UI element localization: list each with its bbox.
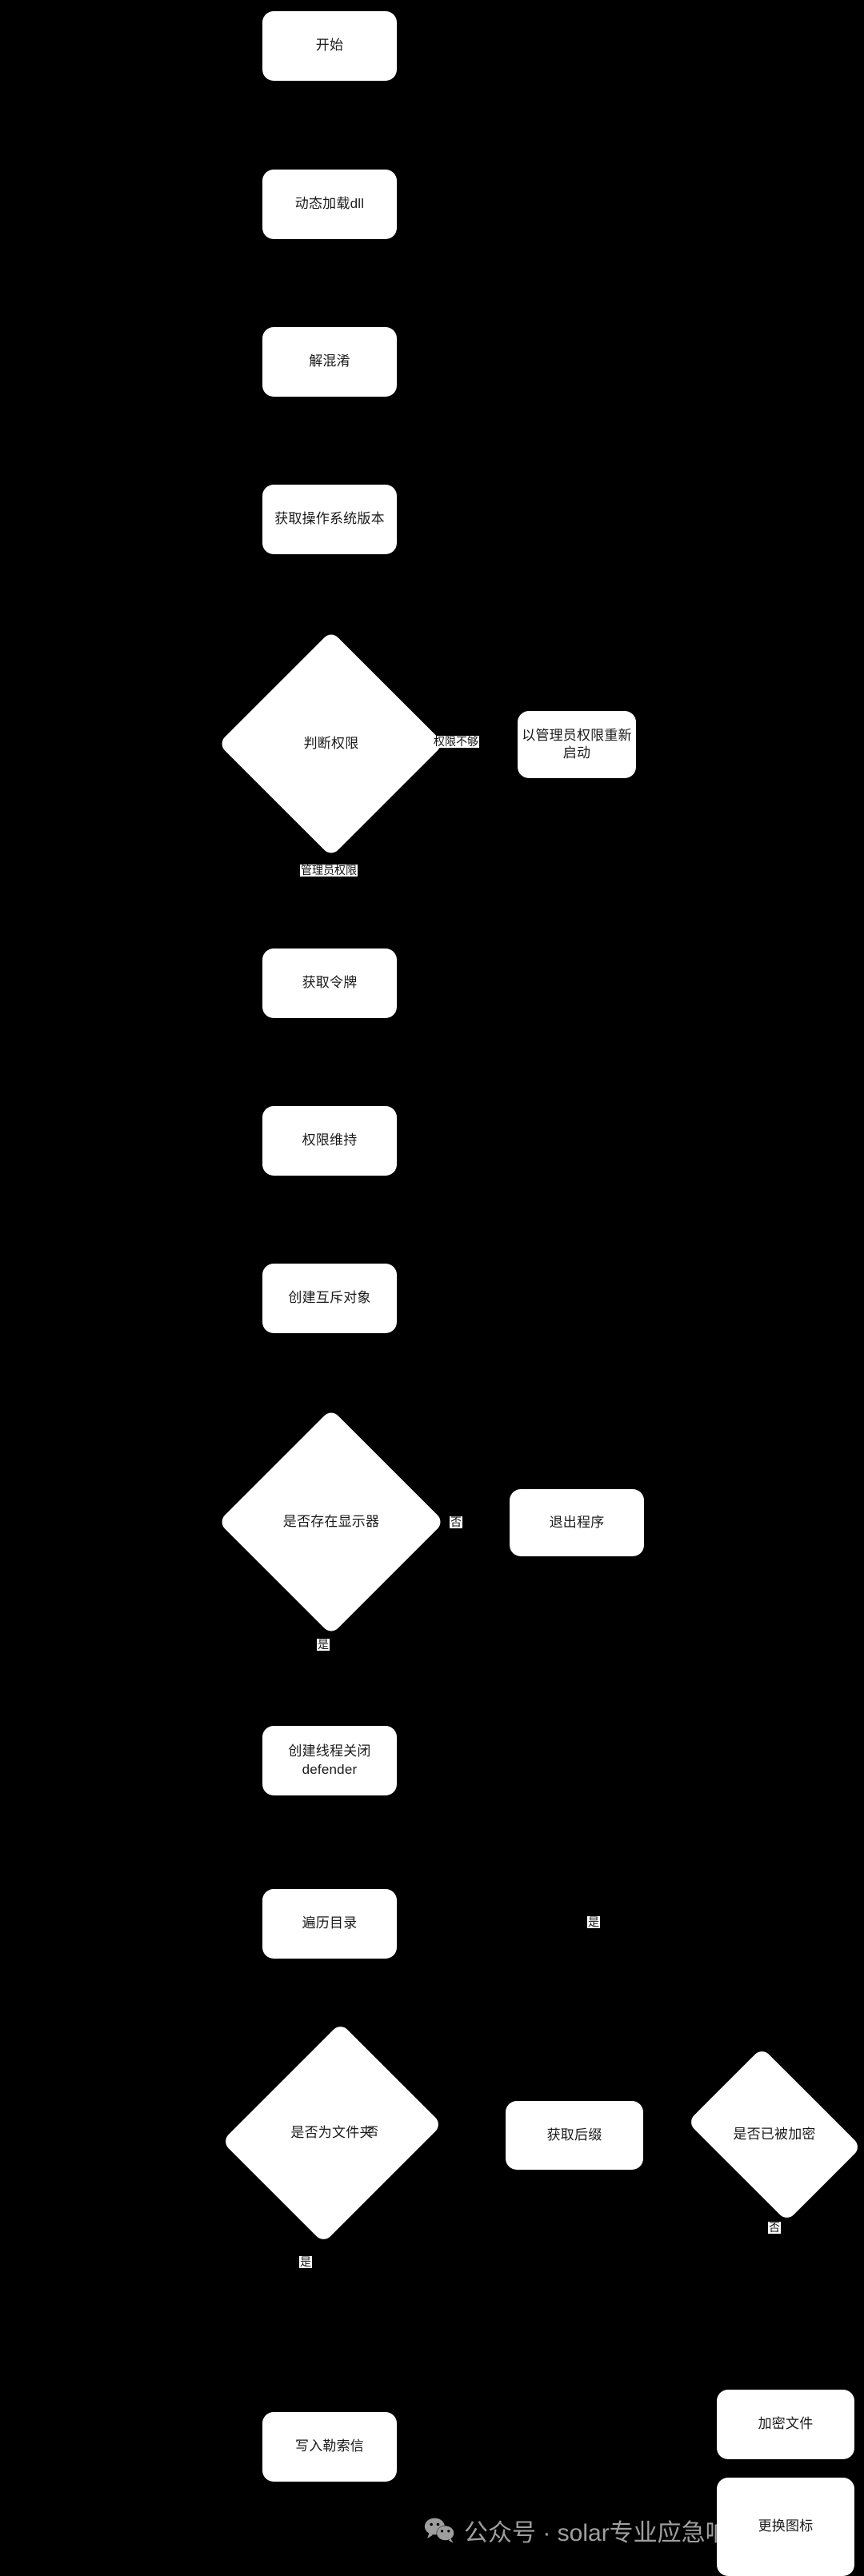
flow-node-label: 获取操作系统版本: [274, 511, 385, 527]
flow-node-restart_admin: 以管理员权限重新启动: [518, 711, 636, 778]
flow-node-label: 遍历目录: [302, 1915, 358, 1931]
flow-node-write_note: 写入勒索信: [262, 2412, 397, 2482]
edge-label-lbl_no_priv: 权限不够: [433, 735, 479, 748]
edge-label-lbl_mon_no: 否: [450, 1516, 462, 1528]
flow-node-label: 加密文件: [758, 2416, 814, 2432]
flow-node-is_folder: 是否为文件夹: [222, 2023, 442, 2243]
flow-node-label: 退出程序: [549, 1514, 605, 1530]
flow-node-label: 更换图标: [758, 2518, 814, 2534]
flow-node-check_priv: 判断权限: [218, 630, 445, 857]
edge-label-lbl_admin_priv: 管理员权限: [300, 864, 358, 877]
flow-node-label: 动态加载dll: [294, 196, 365, 212]
edge-label-lbl_folder_no: 否: [366, 2125, 379, 2138]
flow-node-label: 判断权限: [303, 735, 359, 751]
flow-node-label: 是否存在显示器: [282, 1513, 380, 1529]
flow-node-change_icon: 更换图标: [717, 2478, 854, 2576]
edge-label-lbl_loop_yes: 是: [587, 1915, 600, 1928]
flow-node-label: 解混淆: [309, 353, 350, 369]
edge-label-lbl_folder_yes: 是: [299, 2255, 312, 2268]
flow-node-label: 获取令牌: [302, 975, 358, 991]
flow-node-load_dll: 动态加载dll: [262, 170, 397, 239]
edge-label-lbl_mon_yes: 是: [317, 1638, 330, 1651]
flow-node-deobf: 解混淆: [262, 327, 397, 397]
wechat-logo-icon: [424, 2518, 454, 2543]
flow-node-walk_dirs: 遍历目录: [262, 1889, 397, 1959]
flow-node-start: 开始: [262, 11, 397, 81]
flow-node-os_ver: 获取操作系统版本: [262, 485, 397, 554]
flow-node-label: 获取后缀: [546, 2127, 602, 2143]
flow-node-mutex: 创建互斥对象: [262, 1264, 397, 1333]
flow-node-encrypt_file: 加密文件: [717, 2390, 854, 2459]
flow-node-label: 是否已被加密: [733, 2126, 816, 2142]
flow-node-is_encrypted: 是否已被加密: [687, 2047, 862, 2222]
flow-node-label: 以管理员权限重新启动: [522, 727, 632, 761]
edge-label-lbl_enc_no: 否: [768, 2221, 781, 2234]
flow-node-get_token: 获取令牌: [262, 949, 397, 1018]
flow-node-persist: 权限维持: [262, 1106, 397, 1176]
flow-node-label: 权限维持: [302, 1132, 358, 1148]
flow-node-label: 写入勒索信: [295, 2438, 364, 2454]
flow-node-label: 开始: [315, 38, 344, 54]
flow-node-label: 创建互斥对象: [288, 1290, 371, 1306]
flow-node-exit_prog: 退出程序: [510, 1489, 644, 1556]
flow-node-label: 是否为文件夹: [290, 2124, 374, 2140]
flow-node-get_ext: 获取后缀: [506, 2101, 643, 2170]
flow-node-has_monitor: 是否存在显示器: [218, 1408, 445, 1635]
